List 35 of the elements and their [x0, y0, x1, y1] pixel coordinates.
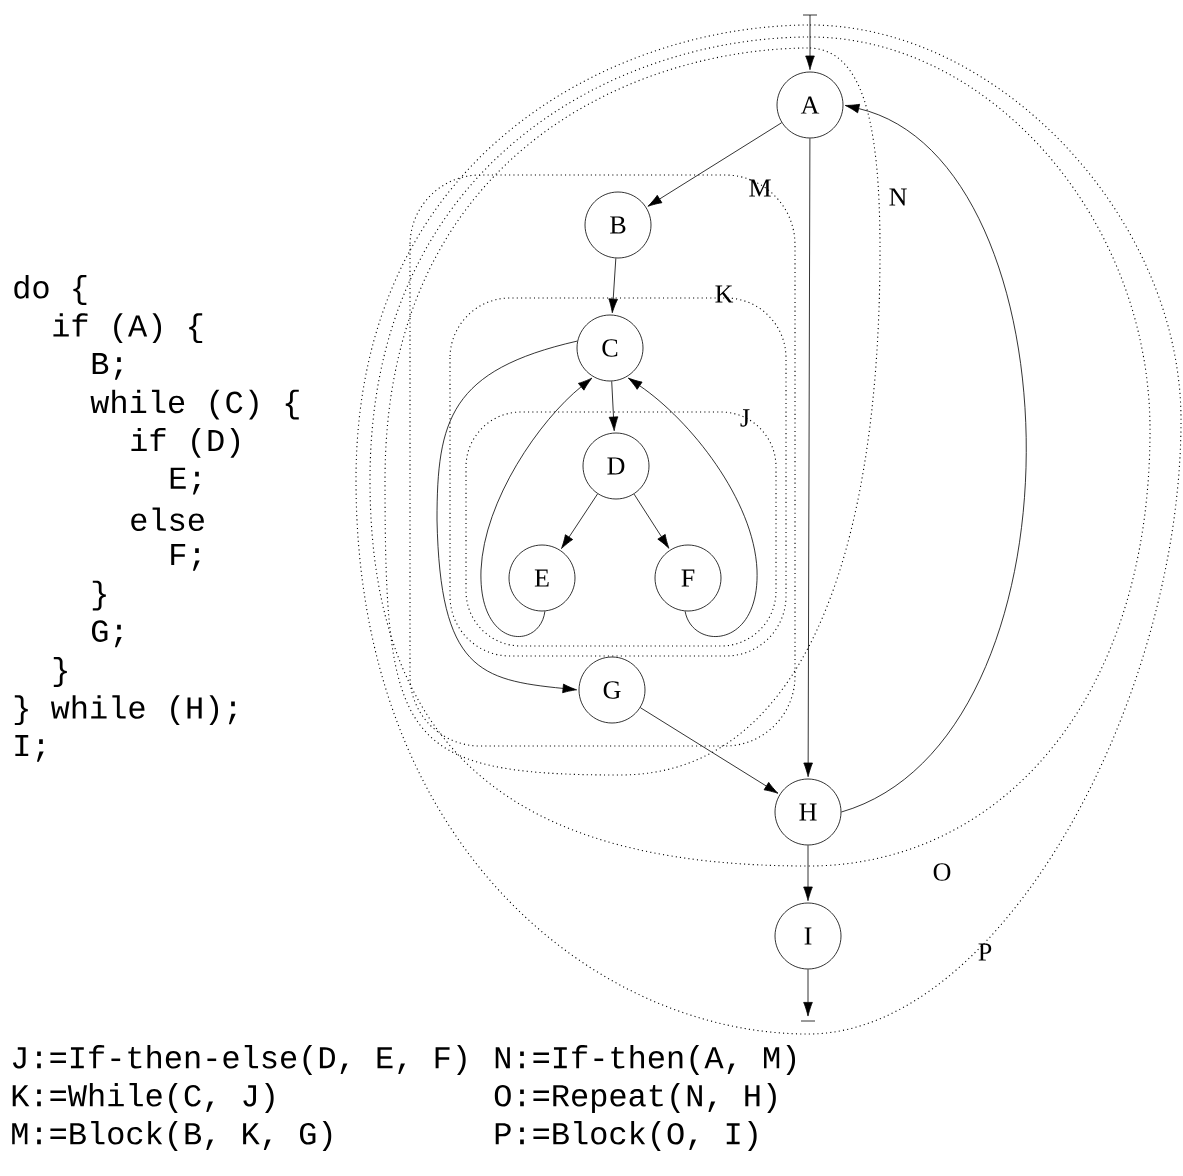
definition-text: J:=If-then-else(D, E, F) — [12, 1045, 466, 1075]
arrow — [803, 969, 813, 1017]
definition-text: M:=Block(B, K, G) — [12, 1121, 332, 1151]
node-label: O — [933, 863, 951, 881]
arrow — [647, 122, 783, 207]
code-line: F; — [171, 544, 200, 571]
code-line: E; — [170, 467, 200, 495]
arrow — [803, 845, 813, 902]
arrow — [639, 707, 779, 794]
arrow — [561, 493, 598, 549]
definition-text: O:=Repeat(N, H) — [494, 1083, 776, 1113]
code-line: } — [53, 657, 67, 687]
arrow — [608, 380, 619, 432]
arrow — [436, 340, 578, 694]
definition-text: N:=If-then(A, M) — [495, 1045, 796, 1075]
arrow — [805, 14, 815, 71]
arrow — [608, 257, 618, 314]
code-line: I; — [15, 735, 44, 762]
arrow — [627, 377, 758, 637]
code-line: G; — [91, 620, 122, 648]
code-line: if (D) — [131, 427, 240, 458]
code-line: B; — [92, 353, 122, 380]
arrow — [633, 493, 670, 549]
definition-text: K:=While(C, J) — [12, 1083, 274, 1113]
code-line: } — [92, 580, 106, 611]
code-line: while (C) { — [90, 389, 299, 420]
arrow — [480, 377, 593, 637]
code-line: do { — [14, 275, 87, 305]
arrow — [803, 138, 813, 778]
arrow — [841, 103, 1027, 813]
node-label: N — [889, 188, 907, 206]
code-line: else — [131, 507, 204, 531]
code-line: if (A) { — [53, 313, 203, 344]
definition-text: P:=Block(O, I) — [495, 1121, 757, 1151]
code-line: } while (H); — [14, 695, 236, 726]
